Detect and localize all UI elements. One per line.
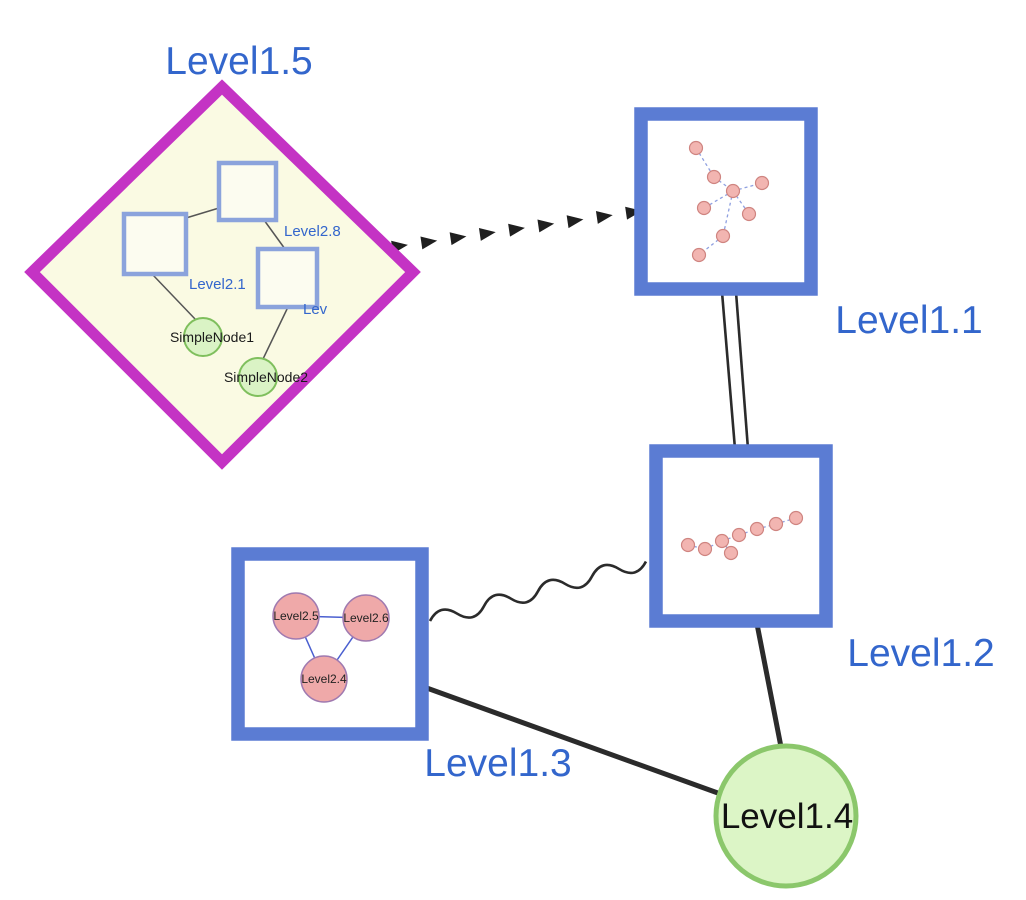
arrow-dash	[478, 225, 497, 241]
mini-node	[749, 521, 765, 537]
node-level24[interactable]	[300, 655, 348, 703]
level15-inner-edge	[262, 306, 289, 360]
node-level15-group: Level2.8 Level2.1 Lev SimpleNode1 Simple…	[24, 79, 421, 470]
arrow-dash	[595, 208, 614, 224]
node-level21[interactable]	[121, 211, 189, 277]
node-level12[interactable]	[649, 444, 833, 628]
edge-level11-level12	[720, 291, 750, 450]
node-level25[interactable]	[272, 592, 320, 640]
mini-node	[725, 183, 741, 199]
node-level14[interactable]	[713, 743, 859, 889]
node-simplenode1-label: SimpleNode1	[170, 329, 254, 345]
node-simplenode1[interactable]	[183, 317, 223, 357]
node-level2x-label: Lev	[303, 301, 328, 318]
arrow-dash	[449, 229, 468, 246]
level11-subgraph	[688, 140, 770, 263]
level12-subgraph	[680, 510, 804, 561]
node-level2x[interactable]	[255, 246, 320, 310]
mini-node	[731, 527, 747, 543]
arrow-dash	[566, 212, 585, 229]
node-level25-label: Level2.5	[273, 609, 319, 623]
mini-node	[715, 228, 731, 244]
node-level21-label: Level2.1	[189, 276, 246, 293]
node-level26[interactable]	[342, 594, 390, 642]
node-level11-label: Level1.1	[835, 299, 982, 342]
edge-level15-level11	[391, 204, 643, 254]
mini-node	[714, 533, 730, 549]
node-level28[interactable]	[216, 160, 279, 223]
level15-inner-edge	[151, 273, 197, 321]
mini-node	[741, 206, 757, 222]
mini-node	[697, 541, 713, 557]
node-level26-label: Level2.6	[343, 611, 389, 625]
arrow-dash	[537, 217, 556, 233]
node-level12-group	[649, 444, 833, 628]
node-simplenode2[interactable]	[238, 357, 278, 397]
edge-level12-level14	[754, 621, 785, 755]
node-level15[interactable]	[24, 79, 421, 470]
arrow-dash	[420, 234, 439, 250]
level13-subgraph: Level2.5 Level2.6 Level2.4	[272, 592, 390, 703]
mini-edge	[722, 190, 734, 237]
double-line-2	[734, 291, 750, 450]
mini-node	[706, 169, 722, 185]
mini-node	[688, 140, 704, 156]
node-level13-group: Level2.5 Level2.6 Level2.4	[231, 547, 429, 741]
node-simplenode2-label: SimpleNode2	[224, 369, 308, 385]
node-level11[interactable]	[634, 107, 818, 296]
node-level28-label: Level2.8	[284, 223, 341, 240]
edge-level13-level14	[421, 684, 743, 804]
node-level13[interactable]	[231, 547, 429, 741]
mini-node	[754, 175, 770, 191]
node-level13-label: Level1.3	[424, 742, 571, 785]
level15-inner-edge	[185, 207, 220, 219]
mini-node	[788, 510, 804, 526]
mini-node	[680, 537, 696, 553]
mini-node	[696, 200, 712, 216]
wavy-line	[428, 560, 648, 622]
node-level12-label: Level1.2	[847, 632, 994, 675]
mini-node	[691, 247, 707, 263]
mini-node	[768, 516, 784, 532]
level15-inner-edge	[263, 219, 286, 250]
double-line-1	[720, 291, 737, 450]
edge-level13-level12	[428, 560, 648, 622]
node-level15-label: Level1.5	[165, 40, 312, 83]
mini-edge	[732, 190, 750, 215]
node-level24-label: Level2.4	[301, 672, 347, 686]
arrow-dash	[508, 221, 526, 237]
mini-node	[723, 545, 739, 561]
node-level11-group	[634, 107, 818, 296]
node-level14-label: Level1.4	[721, 797, 853, 836]
